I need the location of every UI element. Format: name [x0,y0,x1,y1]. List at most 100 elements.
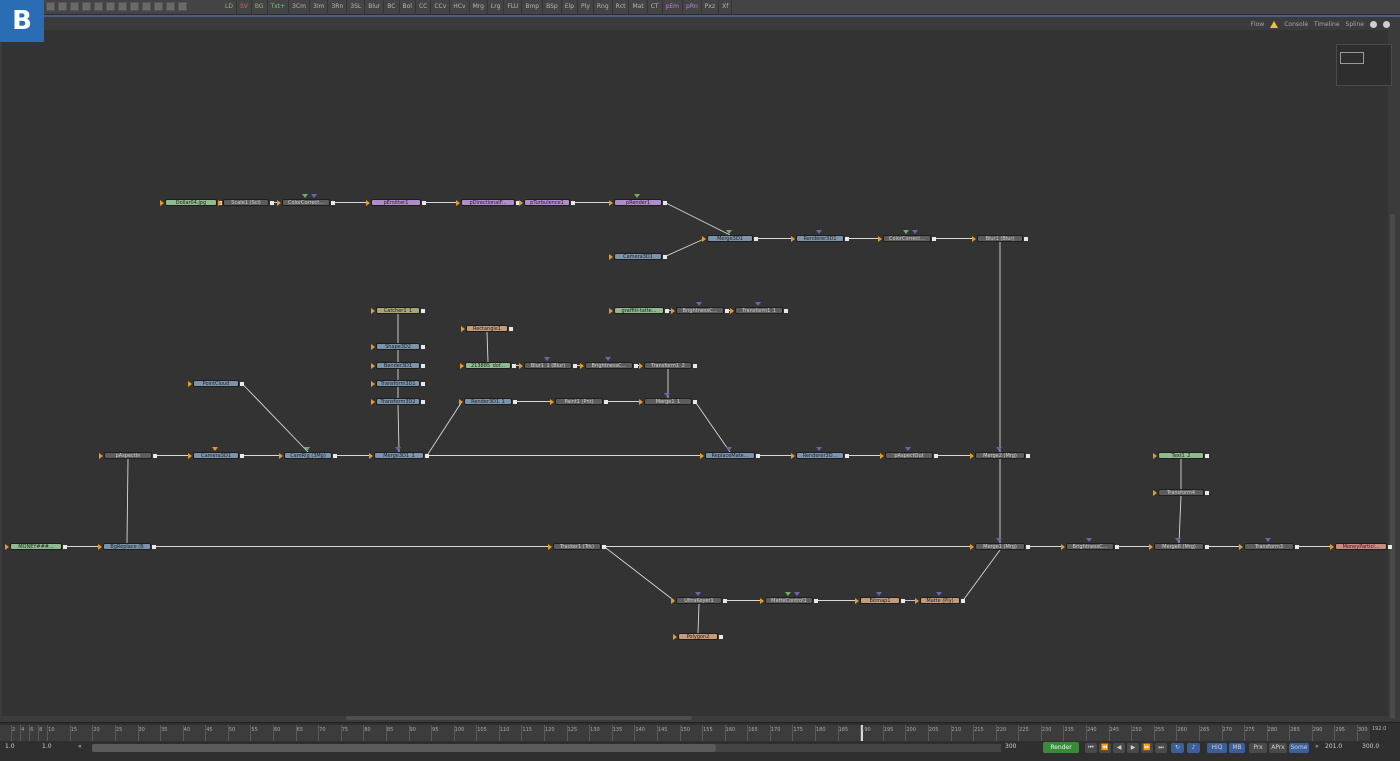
tool-button-3rn[interactable]: 3Rn [328,0,348,14]
node-blur1-1[interactable]: Blur1_1 (Blur) [524,362,572,369]
node-output-port[interactable] [63,544,67,549]
some-toggle[interactable]: Some [1289,743,1309,753]
global-start-field[interactable]: 1.0 [5,743,15,750]
toolbar-icon[interactable] [154,2,163,11]
node-mask-input[interactable] [1086,538,1092,542]
node-mask-input[interactable] [395,447,401,451]
node-mask-input[interactable] [912,230,918,234]
horizontal-scrollbar[interactable] [346,716,692,720]
node-output-port[interactable] [723,598,727,603]
node-output-port[interactable] [961,598,965,603]
node-input-port[interactable] [461,326,465,332]
tool-button-3sl[interactable]: 3SL [347,0,366,14]
range-right-arrow[interactable]: » [1315,743,1319,750]
navigator-viewport[interactable] [1340,52,1364,64]
node-output-port[interactable] [421,308,425,313]
node-input-port[interactable] [609,200,613,206]
tool-button-ld[interactable]: LD [222,0,237,14]
tool-button-bmp[interactable]: Bmp [522,0,544,14]
node-input-port[interactable] [639,399,643,405]
render-end-field[interactable]: 300 [1005,743,1017,750]
node-mask-input[interactable] [664,393,670,397]
node-output-port[interactable] [153,453,157,458]
node-ultrakeyer[interactable]: UltraKeyer1 [676,597,722,604]
node-output-port[interactable] [604,399,608,404]
node-renderer3d[interactable]: Renderer3D... [796,452,844,459]
node-input-port[interactable] [459,399,463,405]
node-input-port[interactable] [673,634,677,640]
node-mattecontrol[interactable]: MatteControl1 [765,597,813,604]
node-output-port[interactable] [1205,490,1209,495]
node-output-port[interactable] [1026,544,1030,549]
node-matte-ply[interactable]: Matte (Ply) [920,597,960,604]
node-output-port[interactable] [270,200,274,205]
node-input-port[interactable] [791,236,795,242]
node-paspectin[interactable]: pAspectIn [104,452,152,459]
tool-button-rng[interactable]: Rng [594,0,613,14]
tool-button-cc[interactable]: CC [416,0,432,14]
node-input-port[interactable] [98,544,102,550]
node-mask-input[interactable] [903,230,909,234]
node-output-port[interactable] [1026,453,1030,458]
node-input-port[interactable] [609,254,613,260]
go-to-end-button[interactable]: ⏭ [1155,743,1167,753]
node-prender[interactable]: pRender1 [614,199,662,206]
tool-button-bsp[interactable]: BSp [543,0,562,14]
render-start-field[interactable]: 1.0 [42,743,52,750]
tool-button-lrg[interactable]: Lrg [488,0,505,14]
node-output-port[interactable] [421,344,425,349]
node-input-port[interactable] [188,453,192,459]
node-dollar[interactable]: Dollar04.jpg [165,199,217,206]
tool-button-pem[interactable]: pEm [663,0,684,14]
node-catcher[interactable]: Catcher1_1 [376,307,420,314]
node-merge2[interactable]: Merge2 (Mrg) [975,452,1025,459]
toolbar-icon[interactable] [130,2,139,11]
tool-button-mat[interactable]: Mat [629,0,648,14]
flow-navigator[interactable] [1336,44,1392,86]
node-bender[interactable]: Bender3D1 [376,362,420,369]
node-input-port[interactable] [671,598,675,604]
node-output-port[interactable] [1205,544,1209,549]
node-money[interactable]: MONEY###... [10,543,62,550]
tool-button-flu[interactable]: FLU [504,0,523,14]
node-scale1[interactable]: Scale1 (Scl) [223,199,269,206]
toolbar-icon[interactable] [106,2,115,11]
node-input-port[interactable] [700,453,704,459]
node-output-port[interactable] [901,598,905,603]
node-output-port[interactable] [845,236,849,241]
warning-icon[interactable] [1270,20,1279,28]
node-pturbulence[interactable]: pTurbulence1 [524,199,570,206]
toolbar-icon[interactable] [70,2,79,11]
node-mask-input[interactable] [996,538,1002,542]
node-brightness-g[interactable]: BrightnessC... [676,307,724,314]
audio-icon[interactable]: ♪ [1187,743,1200,753]
node-input-port[interactable] [371,344,375,350]
node-input-port[interactable] [580,363,584,369]
toolbar-icon[interactable] [82,2,91,11]
node-output-port[interactable] [509,326,513,331]
node-output-port[interactable] [784,308,788,313]
node-input-port[interactable] [5,544,9,550]
tool-button-sv[interactable]: SV [237,0,252,14]
node-transform1-2[interactable]: Transform1_2 [644,362,692,369]
node-paint1[interactable]: Paint1 (Pnt) [555,398,603,405]
node-blur1[interactable]: Blur1 (Blur) [977,235,1023,242]
node-polygon2[interactable]: Polygon2 [678,633,718,640]
node-merge1-1[interactable]: Merge1_1 [644,398,692,405]
node-input-port[interactable] [855,598,859,604]
node-output-port[interactable] [756,453,760,458]
tool-button-bol[interactable]: Bol [400,0,416,14]
tool-button-ply[interactable]: Ply [578,0,594,14]
node-output-port[interactable] [1024,236,1028,241]
node-transform1-1[interactable]: Transform1_1 [735,307,783,314]
node-input-port[interactable] [1061,544,1065,550]
node-mask-input[interactable] [605,357,611,361]
toolbar-icon[interactable] [166,2,175,11]
node-mask-input[interactable] [544,357,550,361]
node-render3d1-1[interactable]: Render3D1_1 [464,398,512,405]
node-output-port[interactable] [421,381,425,386]
node-input-port[interactable] [366,200,370,206]
node-input-port[interactable] [371,381,375,387]
node-mask-input[interactable] [816,230,822,234]
node-input-port[interactable] [1153,453,1157,459]
